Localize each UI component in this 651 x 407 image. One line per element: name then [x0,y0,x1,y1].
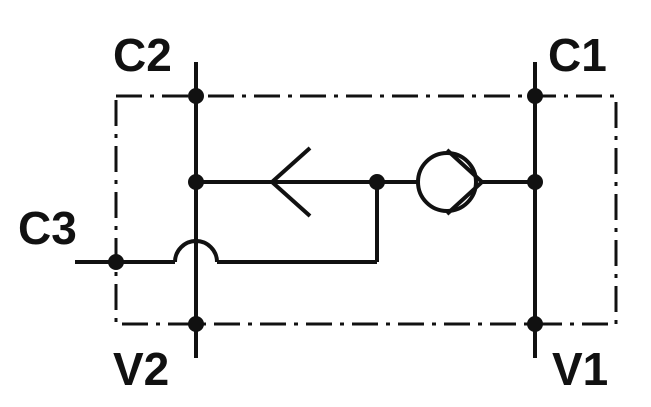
junction-dot-left-middle [188,174,204,190]
flow-arrow-icon [269,146,312,218]
port-label-v1: V1 [552,343,608,395]
junction-dot-pilot [369,174,385,190]
junction-dot-c3 [108,254,124,270]
junction-dot-c1-top [527,88,543,104]
junction-dot-v2-bottom [188,316,204,332]
check-valve-ball-icon [416,151,478,213]
valve-body-enclosure [114,94,618,326]
junction-dot-v1-bottom [527,316,543,332]
port-label-v2: V2 [113,343,169,395]
junction-dot-c2-top [188,88,204,104]
port-label-c1: C1 [548,29,607,81]
junction-dot-right-middle [527,174,543,190]
port-label-c3: C3 [18,202,77,254]
line-crossover-hop [173,239,219,263]
port-label-c2: C2 [113,29,172,81]
check-valve-seat-icon [445,148,485,216]
